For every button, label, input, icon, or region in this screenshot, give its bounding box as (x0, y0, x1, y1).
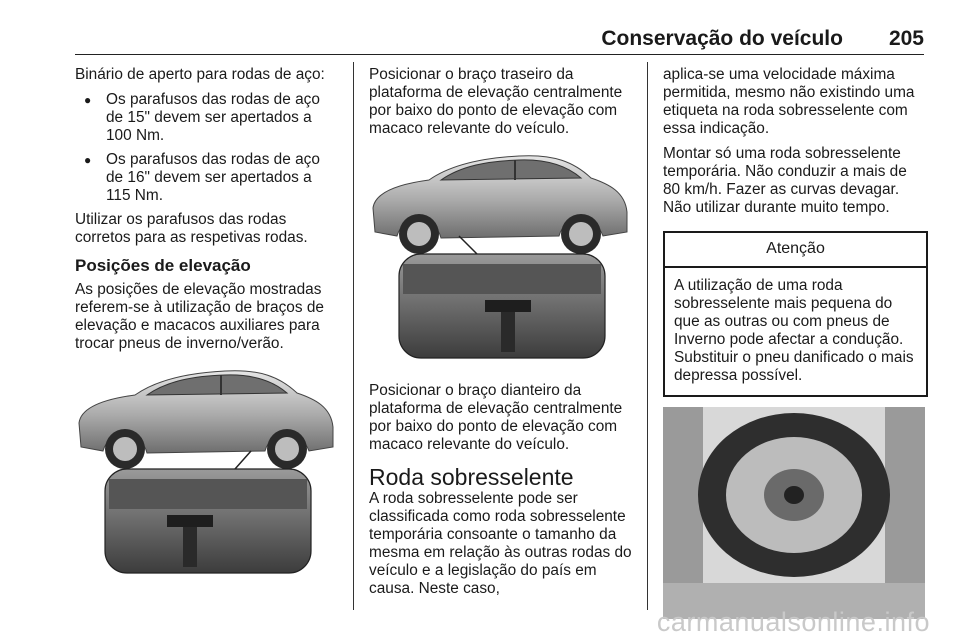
torque-intro: Binário de aperto para rodas de aço: (75, 66, 325, 83)
warning-title: Atenção (665, 233, 926, 268)
torque-list: Os parafusos das rodas de aço de 15" dev… (75, 91, 340, 205)
column-divider (647, 62, 648, 610)
temporary-spare-paragraph: Montar só uma roda sobresselente temporá… (663, 145, 907, 216)
speed-paragraph: aplica-se uma velocidade máxima permitid… (663, 66, 915, 137)
spare-wheel-paragraph: A roda sobresselente pode ser classifica… (369, 490, 632, 597)
column-2: Posicionar o braço traseiro da plataform… (369, 66, 634, 605)
section-heading-lifting: Posições de elevação (75, 256, 251, 275)
column-1: Binário de aperto para rodas de aço: Os … (75, 66, 340, 597)
column-3: aplica-se uma velocidade máxima permitid… (663, 66, 928, 631)
section-heading-spare-wheel: Roda sobresselente (369, 464, 574, 490)
watermark: carmanualsonline.info (656, 607, 930, 637)
page-title: Conservação do veículo (601, 27, 843, 50)
warning-text: A utilização de uma roda sobresselente m… (674, 277, 914, 384)
page-number: 205 (888, 27, 924, 50)
rear-lift-point-illustration (78, 370, 334, 574)
bolts-paragraph: Utilizar os parafusos das rodas corretos… (75, 211, 308, 246)
lifting-paragraph: As posições de elevação mostradas refere… (75, 281, 324, 352)
warning-box: Atenção A utilização de uma roda sobress… (663, 231, 928, 397)
spare-wheel-well-photo (663, 407, 925, 619)
front-arm-paragraph: Posicionar o braço dianteiro da platafor… (369, 382, 623, 453)
list-item: Os parafusos das rodas de aço de 15" dev… (75, 91, 340, 145)
front-lift-point-illustration (372, 155, 628, 359)
list-item: Os parafusos das rodas de aço de 16" dev… (75, 151, 340, 205)
column-divider (353, 62, 354, 610)
rear-arm-paragraph: Posicionar o braço traseiro da plataform… (369, 66, 623, 137)
page-header: Conservação do veículo 205 (75, 26, 924, 55)
